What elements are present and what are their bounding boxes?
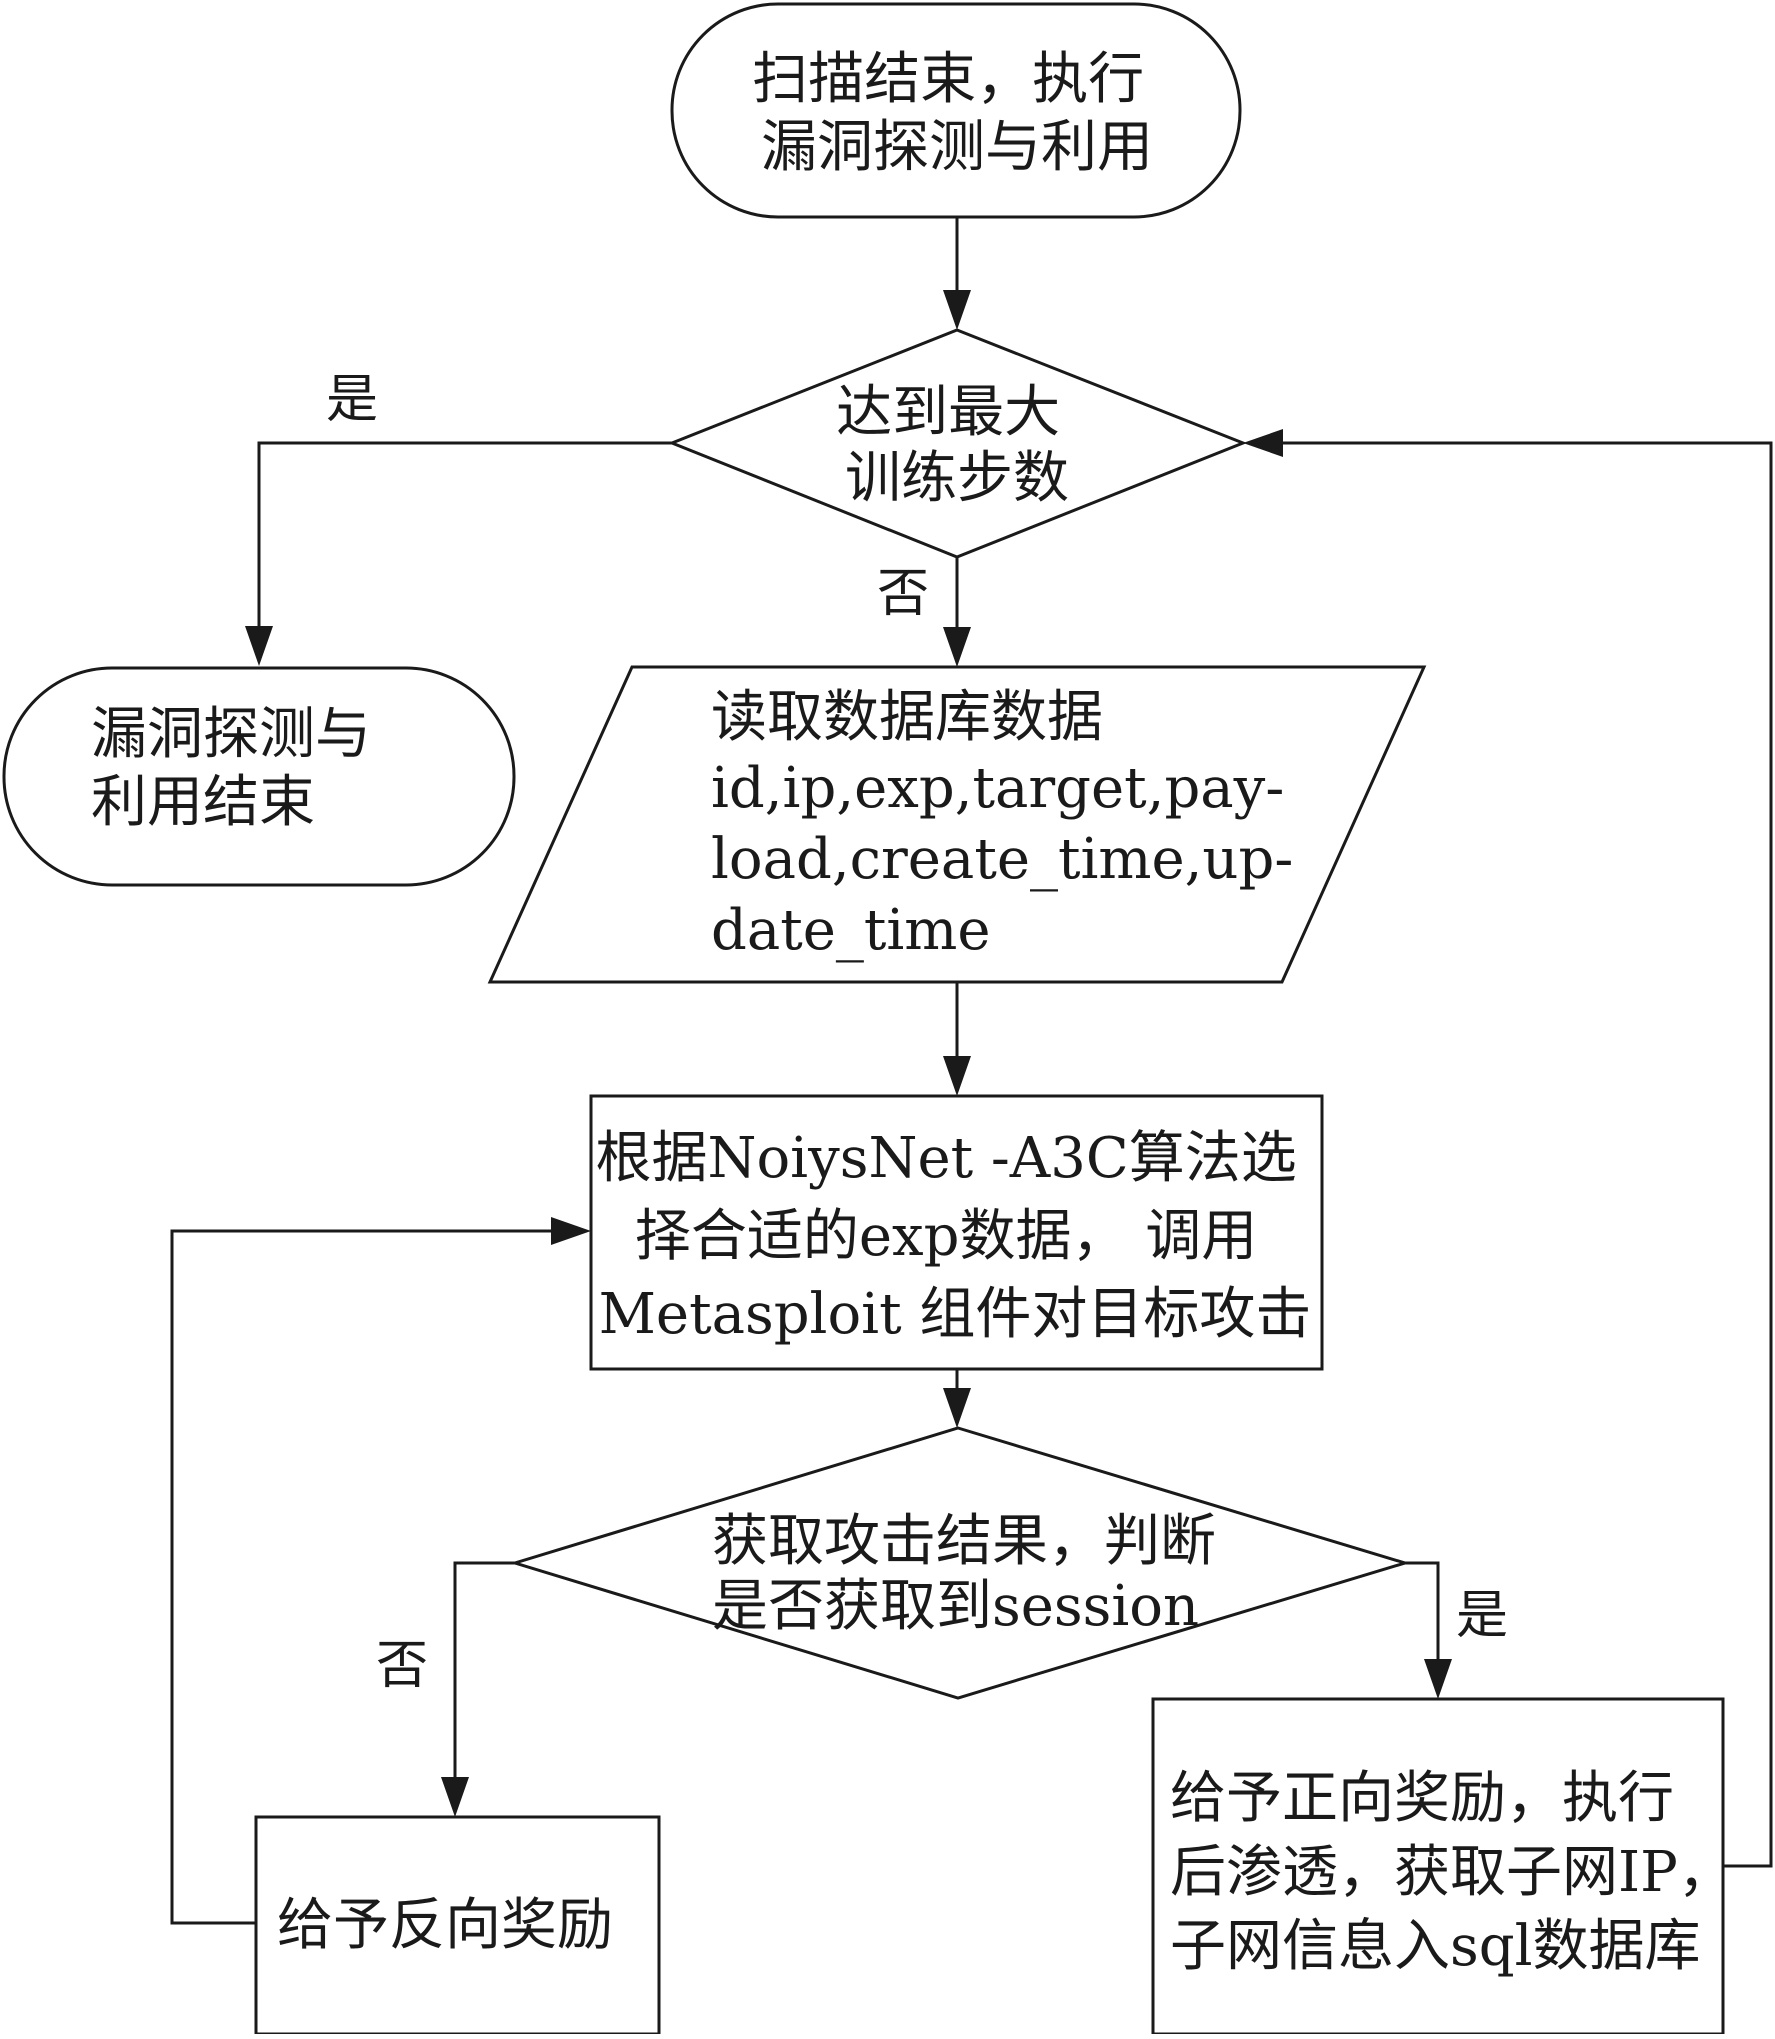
negative-reward-text: 给予反向奖励 xyxy=(277,1893,613,1958)
arrowhead xyxy=(943,290,971,330)
edge-decision-yes-to-end xyxy=(257,441,672,626)
positive-reward-text: 给予正向奖励，执行 后渗透，获取子网IP， 子网信息入sql数据库 xyxy=(1170,1766,1752,1979)
read-db-parallelogram xyxy=(487,665,1427,984)
decision-session xyxy=(509,1426,1411,1700)
end-text: 漏洞探测与 利用结束 xyxy=(91,702,389,835)
arrowhead xyxy=(551,1217,591,1245)
start-text: 扫描结束，执行 漏洞探测与利用 xyxy=(752,47,1162,180)
arrowhead xyxy=(943,1388,971,1428)
arrowhead xyxy=(943,627,971,667)
arrowhead xyxy=(943,1056,971,1096)
edge-session-no-to-negative xyxy=(453,1561,515,1777)
edge-session-yes-to-positive xyxy=(1405,1561,1440,1659)
arrowhead xyxy=(245,626,273,666)
label-max-steps-yes: 是 xyxy=(326,370,378,430)
label-session-no: 否 xyxy=(376,1636,428,1696)
end-terminator xyxy=(2,666,516,887)
label-session-yes: 是 xyxy=(1456,1586,1508,1646)
edge-negative-loop-back xyxy=(170,1229,551,1925)
arrowhead xyxy=(441,1777,469,1817)
read-db-text: 读取数据库数据 id,ip,exp,target,pay- load,creat… xyxy=(711,685,1311,963)
decision-session-text: 获取攻击结果，判断 是否获取到session xyxy=(712,1509,1234,1639)
label-max-steps-no: 否 xyxy=(877,564,929,624)
arrowhead xyxy=(1243,429,1283,457)
arrowhead xyxy=(1424,1659,1452,1699)
select-exp-text: 根据NoiysNet -A3C算法选 择合适的exp数据， 调用 Metaspl… xyxy=(595,1126,1314,1347)
decision-max-steps-text: 达到最大 训练步数 xyxy=(836,380,1078,511)
edge-positive-loop-back xyxy=(1283,441,1773,1868)
